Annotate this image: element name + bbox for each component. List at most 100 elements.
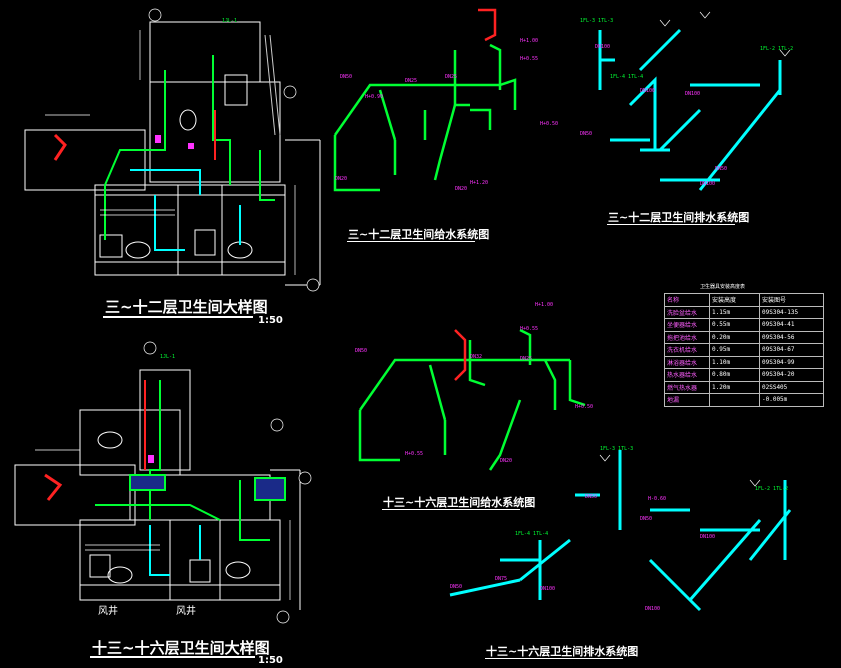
table-cell: 洗脸盆给水	[664, 305, 710, 319]
lower-plan-pipes	[44, 380, 286, 576]
svg-text:DN50: DN50	[585, 494, 597, 500]
table-cell: 1.20m	[709, 380, 760, 394]
table-cell: 1.10m	[709, 355, 760, 369]
table-cell: 拖把池给水	[664, 330, 710, 344]
upper-supply-hot	[478, 8, 497, 42]
svg-text:DN50: DN50	[715, 166, 727, 172]
upper-plan-title-underline	[103, 316, 253, 318]
upper-plan-left-wing	[24, 129, 146, 191]
svg-text:DN50: DN50	[580, 131, 592, 137]
lower-supply-title-underline	[382, 509, 520, 510]
svg-text:1FL-2 1TL-2: 1FL-2 1TL-2	[755, 486, 788, 492]
table-cell: 淋浴器给水	[664, 355, 710, 369]
upper-supply-title: 三~十二层卫生间给水系统图	[348, 228, 490, 241]
table-cell: 地漏	[664, 393, 710, 407]
fixture-table-caption: 卫生器具安装高度表	[700, 284, 746, 290]
lower-plan-scale: 1:50	[258, 655, 283, 666]
lower-supply-title: 十三~十六层卫生间给水系统图	[383, 496, 536, 509]
table-cell: 0.20m	[709, 330, 760, 344]
svg-text:1FL-3 1TL-3: 1FL-3 1TL-3	[600, 446, 633, 452]
svg-text:DN20: DN20	[455, 186, 467, 192]
upper-supply-system	[333, 43, 517, 192]
svg-text:H+0.55: H+0.55	[520, 326, 538, 332]
lower-plan-title: 十三~十六层卫生间大样图	[92, 639, 270, 657]
svg-text:DN50: DN50	[355, 348, 367, 354]
table-row: 洗脸盆给水 1.15m 09S304-135	[664, 305, 824, 319]
table-row: 坐便器给水 0.55m 09S304-41	[664, 318, 824, 332]
table-header-row: 名称 安装高度 安装图号	[664, 293, 824, 307]
svg-text:DN50: DN50	[640, 516, 652, 522]
svg-text:H+0.90: H+0.90	[365, 94, 383, 100]
upper-drain-system	[598, 28, 782, 191]
svg-text:1FL-3 1TL-3: 1FL-3 1TL-3	[580, 18, 613, 24]
upper-plan-pipes	[53, 55, 275, 251]
upper-plan-scale: 1:50	[258, 315, 283, 326]
table-cell: 坐便器给水	[664, 318, 710, 332]
table-row: 洗衣机给水 0.95m 09S304-67	[664, 343, 824, 357]
svg-text:DN50: DN50	[450, 584, 462, 590]
table-cell: 洗衣机给水	[664, 343, 710, 357]
svg-text:DN20: DN20	[335, 176, 347, 182]
lower-plan-title-underline	[90, 656, 255, 658]
svg-text:DN100: DN100	[595, 44, 610, 50]
svg-text:DN32: DN32	[470, 354, 482, 360]
svg-text:DN50: DN50	[340, 74, 352, 80]
upper-drain-title-underline	[607, 224, 735, 225]
svg-text:DN20: DN20	[500, 458, 512, 464]
table-row: 地漏 -0.005m	[664, 393, 824, 407]
svg-text:H-0.60: H-0.60	[648, 496, 666, 502]
svg-text:DN25: DN25	[520, 356, 532, 362]
table-cell: 09S304-99	[759, 355, 824, 369]
svg-text:DN100: DN100	[700, 181, 715, 187]
table-row: 淋浴器给水 1.10m 09S304-99	[664, 355, 824, 369]
lower-plan-shaft	[139, 369, 191, 471]
table-cell: 燃气热水器	[664, 380, 710, 394]
svg-text:DN100: DN100	[645, 606, 660, 612]
upper-plan-room-bottom	[94, 184, 286, 276]
table-cell: 1.15m	[709, 305, 760, 319]
svg-text:1JL-1: 1JL-1	[222, 18, 237, 24]
table-cell: 09S304-41	[759, 318, 824, 332]
svg-text:H+0.50: H+0.50	[540, 121, 558, 127]
svg-text:DN100: DN100	[700, 534, 715, 540]
plan-label-vent-shaft-2: 风井	[176, 606, 196, 617]
table-cell: 0.55m	[709, 318, 760, 332]
svg-text:1FL-4 1TL-4: 1FL-4 1TL-4	[610, 74, 643, 80]
table-cell: 09S304-56	[759, 330, 824, 344]
table-row: 热水器给水 0.80m 09S304-20	[664, 368, 824, 382]
table-cell: 02SS405	[759, 380, 824, 394]
lower-supply-system	[358, 328, 586, 471]
lower-drain-system-a	[575, 450, 792, 612]
lower-drain-system-b	[449, 538, 571, 600]
table-cell: 09S304-20	[759, 368, 824, 382]
table-cell: 0.95m	[709, 343, 760, 357]
svg-text:DN100: DN100	[685, 91, 700, 97]
table-cell	[709, 393, 760, 407]
lower-drain-title: 十三~十六层卫生间排水系统图	[486, 645, 639, 658]
level-markers	[599, 11, 791, 487]
table-cell: 0.80m	[709, 368, 760, 382]
svg-text:DN100: DN100	[540, 586, 555, 592]
table-cell: 热水器给水	[664, 368, 710, 382]
lower-drain-title-underline	[485, 658, 623, 659]
svg-text:H+1.00: H+1.00	[535, 302, 553, 308]
upper-plan-title: 三~十二层卫生间大样图	[105, 298, 268, 316]
table-header-cell: 安装高度	[709, 293, 760, 307]
riser-tags: 1FL-3 1TL-3 1FL-4 1TL-4 1FL-2 1TL-2 1FL-…	[160, 18, 793, 537]
svg-text:DN75: DN75	[495, 576, 507, 582]
upper-bathroom-plan	[24, 21, 321, 286]
svg-text:H+1.00: H+1.00	[520, 38, 538, 44]
fixture-height-table: 名称 安装高度 安装图号 洗脸盆给水 1.15m 09S304-135 坐便器给…	[664, 293, 824, 407]
table-row: 拖把池给水 0.20m 09S304-56	[664, 330, 824, 344]
table-row: 燃气热水器 1.20m 02SS405	[664, 380, 824, 394]
svg-text:1FL-4 1TL-4: 1FL-4 1TL-4	[515, 531, 548, 537]
svg-text:1JL-1: 1JL-1	[160, 354, 175, 360]
svg-text:H+0.50: H+0.50	[575, 404, 593, 410]
svg-text:1FL-2 1TL-2: 1FL-2 1TL-2	[760, 46, 793, 52]
upper-plan-dimensions	[45, 8, 320, 292]
plan-label-vent-shaft-1: 风井	[98, 606, 118, 617]
lower-supply-hot	[454, 329, 467, 381]
lower-plan-dimensions	[35, 341, 312, 624]
table-header-cell: 名称	[664, 293, 710, 307]
